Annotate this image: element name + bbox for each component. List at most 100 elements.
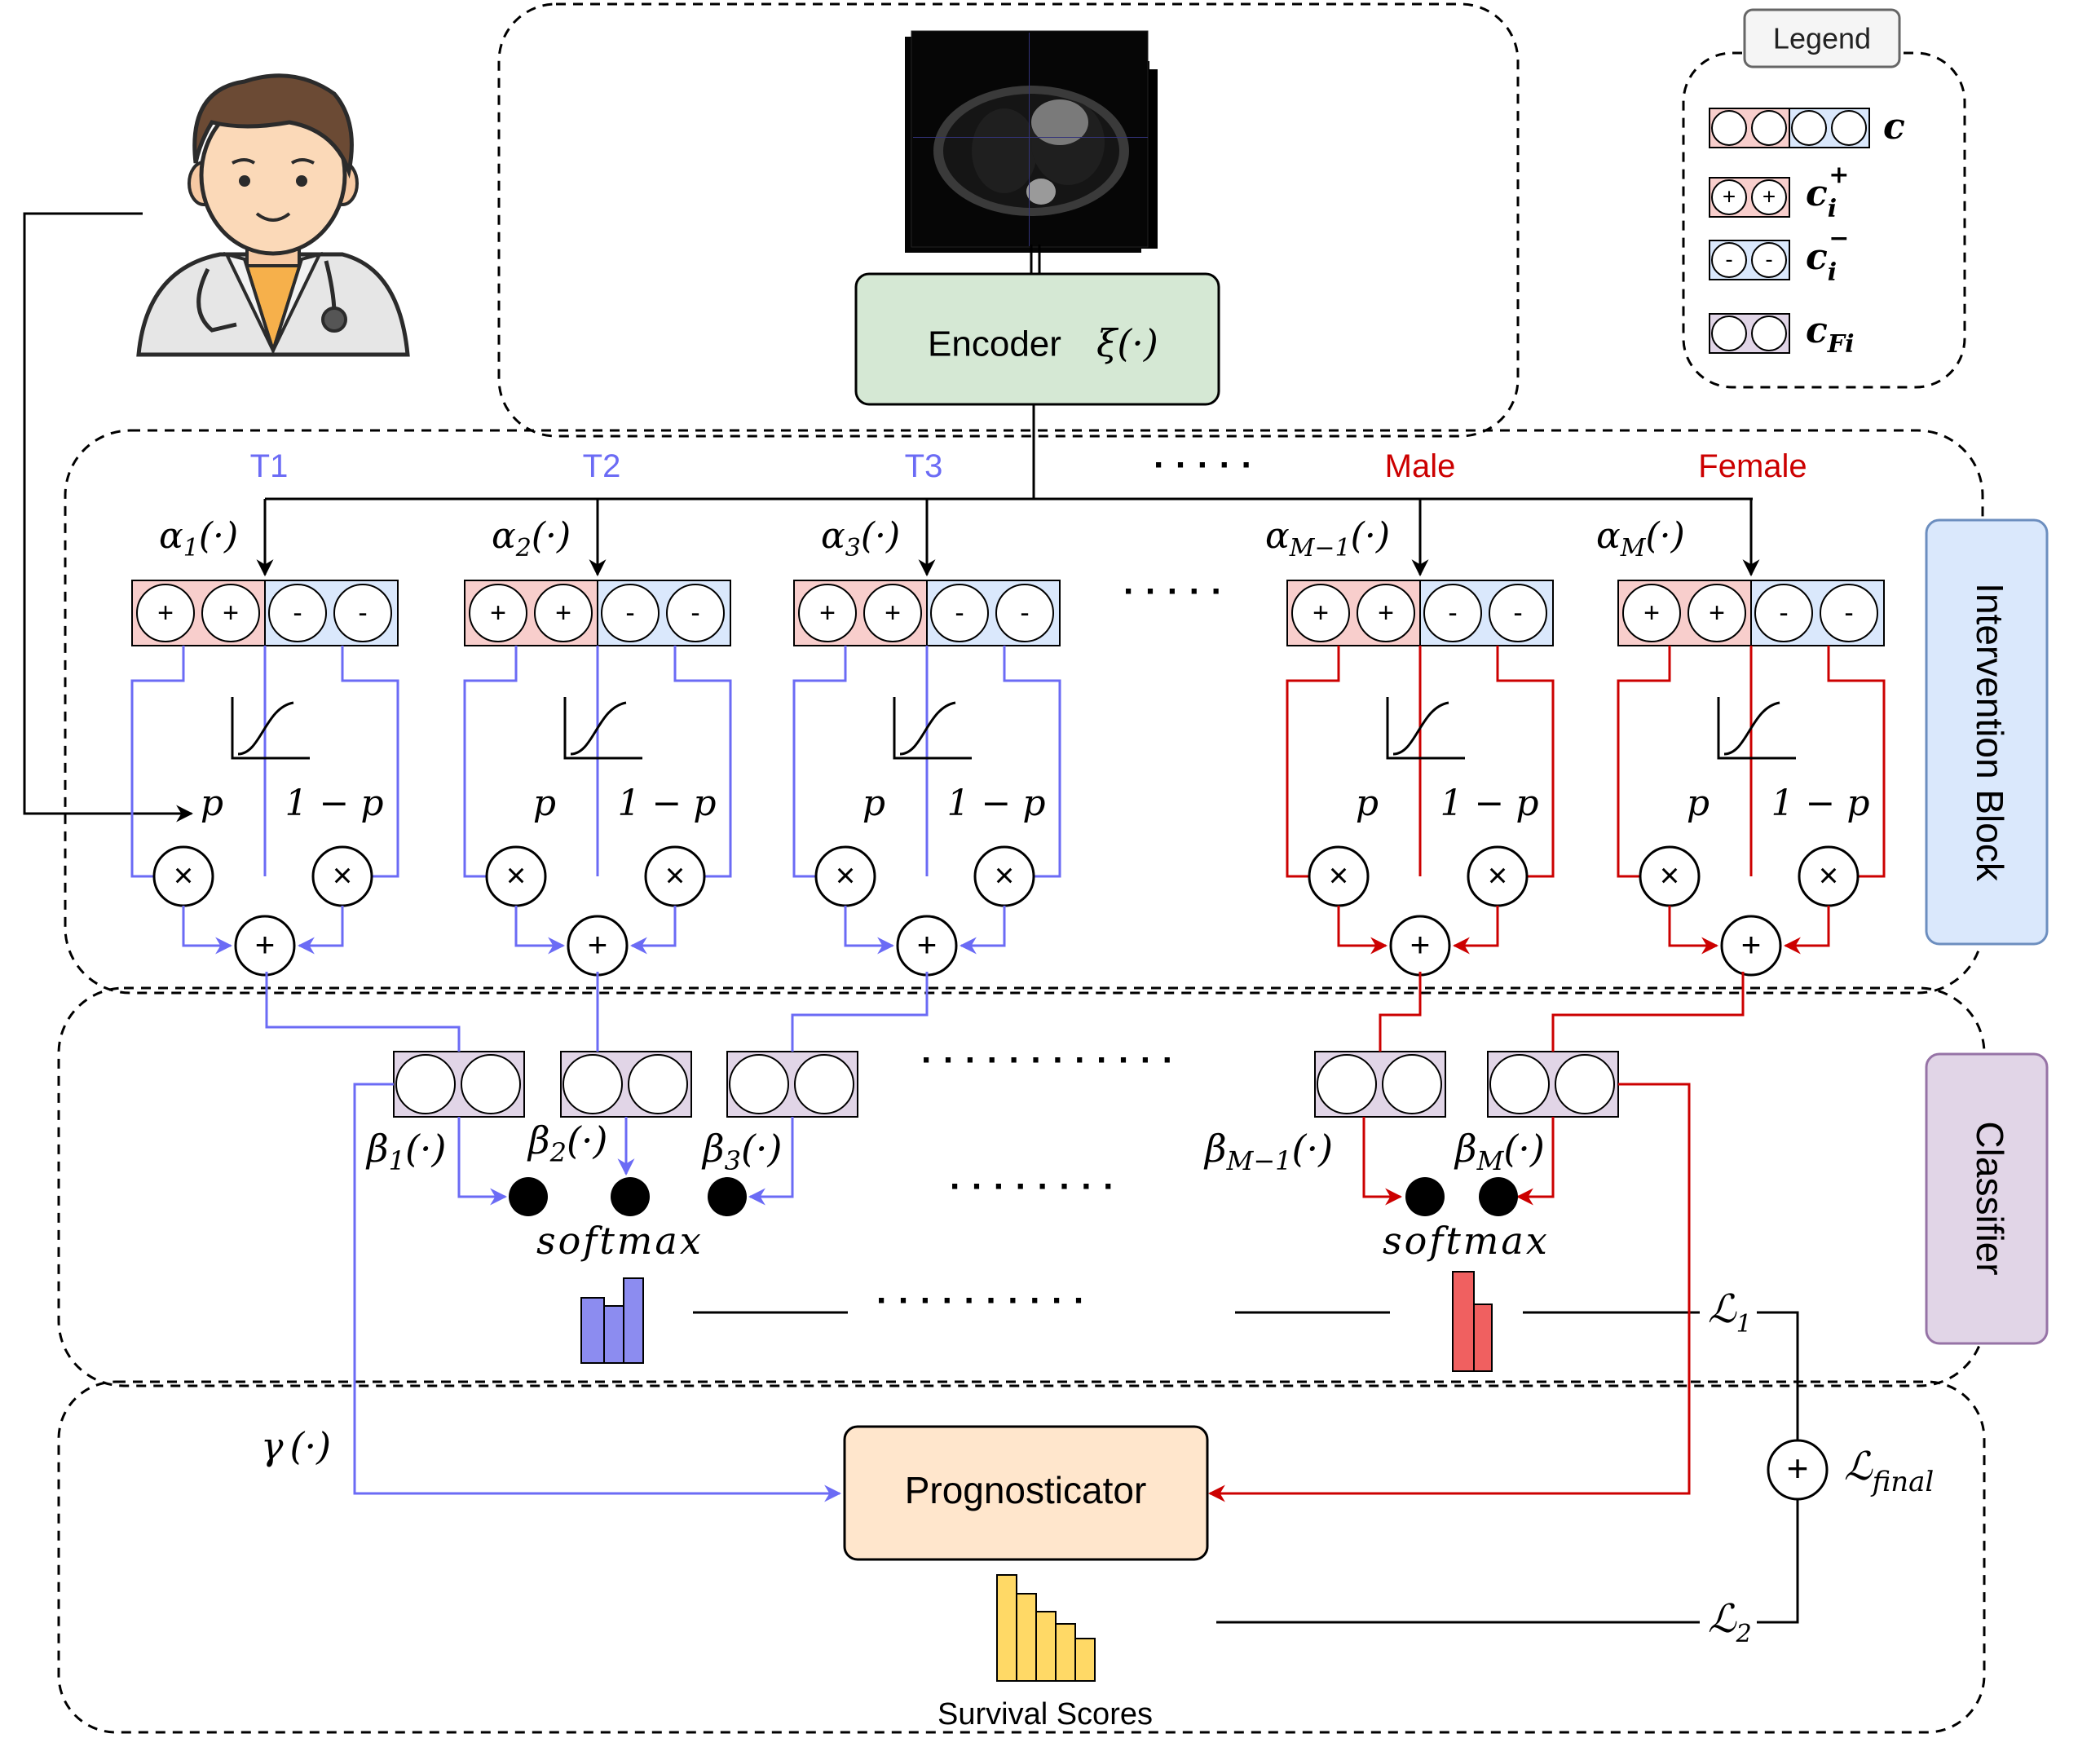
concept-sign: + (1643, 598, 1660, 629)
softmax-node-2 (611, 1177, 650, 1216)
loss-l2-label: ℒ2 (1708, 1596, 1752, 1648)
doctor-intervention-line (23, 212, 194, 823)
legend-title-box (1743, 8, 1901, 68)
legend-c-minus-label: ci− (1806, 224, 1849, 287)
loss-l1-label: ℒ1 (1708, 1286, 1752, 1339)
softmax-node-3 (708, 1177, 747, 1216)
svg-text:-: - (1765, 246, 1772, 271)
pos-wire (463, 646, 518, 878)
times-symbol: × (333, 856, 353, 894)
ellipsis-top: · · · · · (1154, 445, 1253, 485)
legend-item-c: c (1709, 106, 1905, 148)
concept-sign: + (157, 598, 174, 629)
one-minus-p-label: 1 − p (947, 783, 1046, 824)
concept-sign: + (1378, 598, 1394, 629)
concept-box-1 (393, 1051, 525, 1118)
times-symbol: × (665, 856, 686, 894)
ellipsis-classifier-boxes: · · · · · · · · · · · · (921, 1040, 1174, 1080)
to-sum-left (1668, 906, 1719, 955)
gamma-label: γ(·) (261, 1424, 331, 1468)
neg-wire (341, 646, 399, 878)
plus-symbol: + (917, 925, 938, 964)
to-sum-left (844, 906, 895, 955)
intervention-block-tag (1925, 518, 2049, 946)
softmax-node-1 (509, 1177, 548, 1216)
concept-sign: + (819, 598, 836, 629)
minus-concept-node (666, 584, 725, 642)
plus-symbol: + (1741, 925, 1762, 964)
plus-concept-node (201, 584, 260, 642)
sigmoid-axes (231, 697, 310, 760)
neg-wire (673, 646, 732, 878)
histogram-blue-icon (580, 1277, 644, 1364)
group-name-label: T3 (905, 448, 943, 484)
encoder-label: Encoder (928, 324, 1061, 364)
to-sum-right (297, 906, 344, 955)
survival-scores-label: Survival Scores (938, 1697, 1153, 1731)
loss-final-label: ℒfinal (1844, 1444, 1934, 1498)
minus-concept-node (1820, 584, 1878, 642)
encoder-func: ξ(·) (1096, 321, 1158, 365)
concept-sign: - (1779, 598, 1788, 629)
to-sum-left (1337, 906, 1388, 955)
sum-node (234, 915, 296, 977)
pos-wire (130, 646, 185, 878)
times-symbol: × (506, 856, 527, 894)
pos-wire (1286, 646, 1340, 878)
alpha-label: αM−1(·) (1265, 515, 1390, 562)
to-sum-left (182, 906, 233, 955)
sigmoid-icon (1392, 701, 1449, 756)
neg-wire (1496, 646, 1555, 878)
one-minus-p-label: 1 − p (618, 783, 717, 824)
group-name-label: T2 (583, 448, 621, 484)
plus-symbol: + (1410, 925, 1431, 964)
gamma-line (353, 1083, 842, 1502)
p-label: p (1687, 783, 1710, 824)
softmax-node-4 (1405, 1177, 1445, 1216)
softmax-label-right: softmax (1383, 1219, 1550, 1263)
concept-sign: - (625, 598, 634, 629)
minus-concept-node (930, 584, 989, 642)
concept-sign: - (1844, 598, 1853, 629)
legend-item-c-plus: + + ci+ (1709, 161, 1849, 223)
concept-sign: - (293, 598, 302, 629)
minus-concept-node (601, 584, 660, 642)
intervention-region (64, 429, 1984, 995)
prognosticator-label: Prognosticator (905, 1469, 1147, 1511)
plus-concept-node (798, 584, 857, 642)
minus-concept-node (995, 584, 1054, 642)
histogram-red-icon (1452, 1271, 1493, 1372)
ct-scan-image (905, 30, 1158, 253)
legend-c-plus-label: ci+ (1806, 161, 1849, 223)
classifier-tag (1925, 1052, 2049, 1345)
minus-concept-node (1423, 584, 1482, 642)
classifier-label: Classifier (1969, 1121, 2011, 1275)
plus-concept-node (863, 584, 922, 642)
plus-concept-node (136, 584, 195, 642)
prognosticator-box (843, 1425, 1209, 1561)
alpha-label: α3(·) (821, 515, 900, 562)
concept-sign: - (358, 598, 367, 629)
p-label: p (533, 783, 556, 824)
intervention-block-label: Intervention Block (1969, 583, 2011, 882)
concept-sign: + (555, 598, 571, 629)
svg-text:+: + (1762, 183, 1776, 209)
pos-wire (792, 646, 847, 878)
encoder-region (497, 2, 1520, 438)
p-label: p (862, 783, 885, 824)
one-minus-p-label: 1 − p (285, 783, 384, 824)
concept-sign: - (690, 598, 699, 629)
survival-histogram-icon (996, 1574, 1096, 1682)
svg-text:-: - (1725, 246, 1732, 271)
group-name-label: Male (1385, 448, 1456, 484)
concept-sign: + (1709, 598, 1725, 629)
sigmoid-icon (570, 701, 627, 756)
sigmoid-axes (1717, 697, 1796, 760)
beta-label-m: βM(·) (1454, 1127, 1545, 1176)
p-label: p (201, 783, 223, 824)
